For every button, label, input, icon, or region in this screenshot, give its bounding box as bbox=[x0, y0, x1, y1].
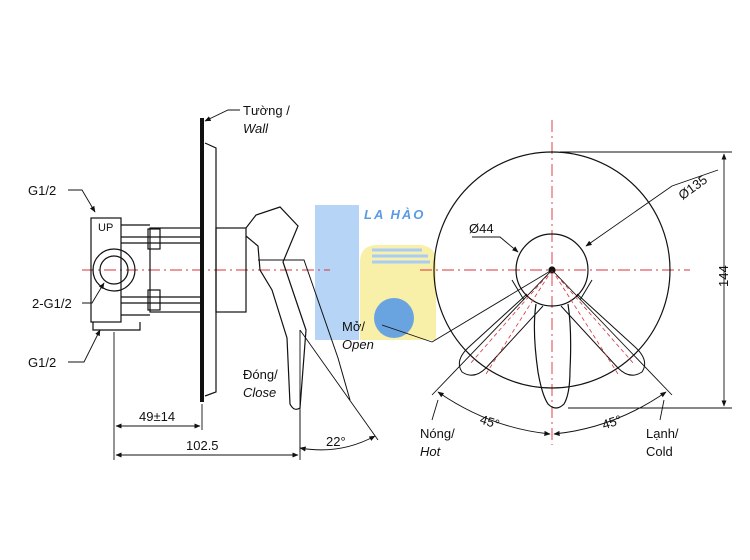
top-collar bbox=[147, 228, 161, 250]
watermark-text: LA HÀO bbox=[364, 207, 425, 222]
wall-leader bbox=[204, 109, 240, 122]
angle-arc bbox=[299, 435, 376, 452]
cold-limit-line bbox=[551, 269, 673, 396]
hot-leader bbox=[431, 399, 439, 421]
port-top-leader bbox=[68, 189, 96, 213]
cover-plate bbox=[204, 142, 217, 397]
hub-diameter-leader bbox=[472, 236, 519, 253]
side-view bbox=[82, 118, 351, 410]
hot-angle-value: 45° bbox=[478, 412, 501, 432]
watermark-logo: LA HÀO bbox=[315, 205, 436, 340]
hub-circle bbox=[515, 233, 589, 307]
front-view bbox=[420, 120, 690, 445]
side-dimensions bbox=[113, 329, 379, 460]
cold-label-en: Cold bbox=[646, 444, 673, 459]
cold-angle-arc bbox=[553, 391, 667, 436]
handle-cold-outline bbox=[560, 293, 646, 376]
front-dimensions bbox=[381, 151, 732, 436]
plate-diameter-value: Ø135 bbox=[675, 172, 710, 203]
hot-limit-line bbox=[431, 269, 553, 396]
handle-base bbox=[215, 227, 247, 313]
handle-open-outline bbox=[258, 259, 351, 401]
ray-hot bbox=[469, 269, 553, 365]
handle-hot-outline bbox=[458, 293, 544, 376]
hub-diameter-value: Ø44 bbox=[469, 221, 494, 236]
cover-plate-circle bbox=[433, 151, 671, 389]
hot-label-vi: Nóng/ bbox=[420, 426, 455, 441]
cartridge bbox=[149, 227, 203, 313]
handle-angle-value: 22° bbox=[326, 434, 346, 449]
cold-angle-value: 45° bbox=[600, 412, 623, 432]
open-limit-line bbox=[431, 269, 553, 343]
angle-ref-slant bbox=[299, 329, 379, 441]
dim-overall-value: 102.5 bbox=[186, 438, 219, 453]
port-bottom-label: G1/2 bbox=[28, 355, 56, 370]
front-handle bbox=[533, 303, 572, 409]
hub-fitting-right bbox=[579, 279, 593, 301]
open-label-en: Open bbox=[342, 337, 374, 352]
logo-bar-blue bbox=[315, 205, 359, 340]
cold-label-vi: Lạnh/ bbox=[646, 426, 679, 441]
handle-lever bbox=[245, 206, 307, 410]
open-leader bbox=[381, 324, 433, 343]
logo-stripes bbox=[372, 248, 430, 264]
plate-diameter-leader bbox=[585, 169, 719, 247]
hot-angle-arc bbox=[437, 391, 551, 436]
port-bottom-leader bbox=[68, 329, 101, 363]
center-port-outer bbox=[92, 248, 136, 292]
body-mark: UP bbox=[98, 222, 113, 234]
wall-label-en: Wall bbox=[243, 121, 269, 136]
bottom-nozzle bbox=[92, 322, 141, 331]
port-center-label: 2-G1/2 bbox=[32, 296, 72, 311]
open-label-vi: Mở/ bbox=[342, 319, 365, 334]
port-top-label: G1/2 bbox=[28, 183, 56, 198]
side-leaders bbox=[68, 109, 240, 363]
center-port-inner bbox=[99, 255, 129, 285]
port-center-leader bbox=[82, 282, 105, 304]
height-value: 144 bbox=[716, 265, 731, 287]
bottom-collar bbox=[147, 289, 161, 311]
close-label-vi: Đóng/ bbox=[243, 367, 278, 382]
valve-body bbox=[90, 217, 122, 323]
close-label-en: Close bbox=[243, 385, 276, 400]
dim-inner-value: 49±14 bbox=[139, 409, 175, 424]
hot-label-en: Hot bbox=[420, 444, 442, 459]
logo-ball-blue bbox=[374, 298, 414, 338]
ray-cold bbox=[551, 269, 635, 365]
cold-leader bbox=[659, 399, 665, 421]
wall-label-vi: Tường / bbox=[243, 103, 290, 118]
